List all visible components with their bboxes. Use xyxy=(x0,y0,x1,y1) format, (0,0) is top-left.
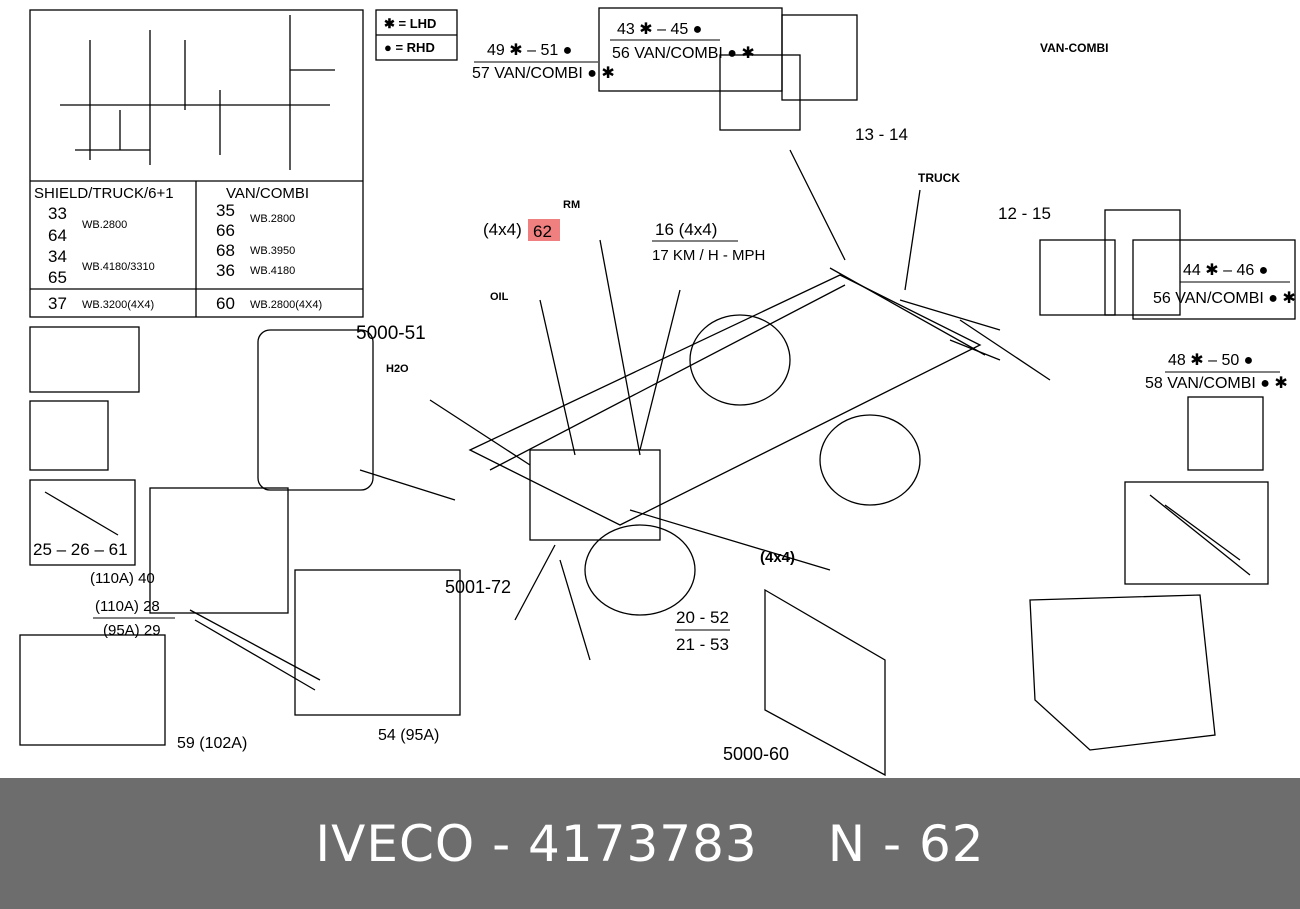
footer-ref: N - 62 xyxy=(827,814,985,873)
table-r3-bw: WB.2800(4X4) xyxy=(250,299,322,311)
label-4x4-b: (4x4) xyxy=(760,549,795,566)
table-r2-a2: 65 xyxy=(48,268,67,287)
label-oil: OIL xyxy=(490,291,509,303)
label-13-14: 13 - 14 xyxy=(855,125,908,144)
label-17-kmh: 17 KM / H - MPH xyxy=(652,247,765,264)
battery-40 xyxy=(149,487,289,614)
box-24 xyxy=(29,400,109,471)
box-3 xyxy=(1187,396,1264,471)
label-25-26-61: 25 – 26 – 61 xyxy=(33,540,128,559)
label-5000-60: 5000-60 xyxy=(723,744,789,764)
battery-59 xyxy=(19,634,166,746)
label-59: 59 (102A) xyxy=(177,735,247,752)
table-r2-a1: 34 xyxy=(48,247,67,266)
box-27 xyxy=(29,326,140,393)
legend-rhd: ● = RHD xyxy=(384,40,435,55)
label-29: (95A) 29 xyxy=(103,622,161,639)
engine-block xyxy=(529,449,661,541)
legend-lhd: ✱ = LHD xyxy=(384,16,436,31)
highlight-box xyxy=(528,219,560,241)
footer-bar: IVECO - 4173783 N - 62 xyxy=(0,778,1300,909)
table-r1-a1: 33 xyxy=(48,204,67,223)
table-r2-b3w: WB.4180 xyxy=(250,265,295,277)
rear-lamp-assy-right xyxy=(1039,239,1116,316)
table-head-left: SHIELD/TRUCK/6+1 xyxy=(34,185,174,202)
box-39 xyxy=(1124,481,1269,585)
footer-brand-part: IVECO - 4173783 xyxy=(315,814,758,873)
table-r1-aw: WB.2800 xyxy=(82,219,127,231)
table-r1-a2: 64 xyxy=(48,226,67,245)
label-5000-51: 5000-51 xyxy=(356,323,426,344)
callout-48-50: 48 ✱ – 50 ● xyxy=(1168,352,1253,369)
label-21-53: 21 - 53 xyxy=(676,635,729,654)
box-25 xyxy=(29,479,136,566)
label-28: (110A) 28 xyxy=(95,598,160,615)
table-r2-b1: 68 xyxy=(216,241,235,260)
callout-57: 57 VAN/COMBI ● ✱ xyxy=(472,65,615,82)
label-truck: TRUCK xyxy=(918,171,960,185)
label-54: 54 (95A) xyxy=(378,727,439,744)
rear-wheel-right xyxy=(819,414,921,506)
table-r3-aw: WB.3200(4X4) xyxy=(82,299,154,311)
rear-lamp-assy xyxy=(719,54,801,131)
table-head-right: VAN/COMBI xyxy=(226,185,309,202)
callout-43-45: 43 ✱ – 45 ● xyxy=(617,21,702,38)
table-r2-aw: WB.4180/3310 xyxy=(82,261,155,273)
callout-56b: 56 VAN/COMBI ● ✱ xyxy=(1153,290,1296,307)
battery-54 xyxy=(294,569,461,716)
callout-56a: 56 VAN/COMBI ● ✱ xyxy=(612,45,755,62)
label-h2o: H2O xyxy=(386,363,409,375)
parts-diagram: SHIELD/TRUCK/6+1 VAN/COMBI 33 64 WB.2800… xyxy=(19,7,1296,777)
callout-58: 58 VAN/COMBI ● ✱ xyxy=(1145,375,1288,392)
label-rm: RM xyxy=(563,199,580,211)
table-r1-bw: WB.2800 xyxy=(250,213,295,225)
label-van-combi: VAN-COMBI xyxy=(1040,41,1108,55)
gearbox-housing xyxy=(1029,594,1216,751)
table-r1-b2: 66 xyxy=(216,221,235,240)
label-16-4x4: 16 (4x4) xyxy=(655,220,717,239)
label-12-15: 12 - 15 xyxy=(998,204,1051,223)
label-5001-72: 5001-72 xyxy=(445,577,511,597)
radiator-grille xyxy=(764,588,886,777)
table-r3-a1: 37 xyxy=(48,294,67,313)
table-r2-b3: 36 xyxy=(216,261,235,280)
callout-44-46: 44 ✱ – 46 ● xyxy=(1183,262,1268,279)
callout-49-51: 49 ✱ – 51 ● xyxy=(487,42,572,59)
front-wheel xyxy=(584,524,696,616)
label-4x4-a: (4x4) xyxy=(483,220,522,239)
label-40: (110A) 40 xyxy=(90,570,155,587)
rear-wheel xyxy=(689,314,791,406)
table-r1-b1: 35 xyxy=(216,201,235,220)
highlight-part-62: 62 xyxy=(533,222,552,241)
wiring-harness-sketch xyxy=(60,15,335,170)
reservoir-tank xyxy=(257,329,374,491)
callout-box-44 xyxy=(1132,239,1296,320)
rear-lamp-right xyxy=(1104,209,1181,316)
chassis-frame xyxy=(468,274,982,526)
rear-lamp-1 xyxy=(781,14,858,101)
table-r3-b1: 60 xyxy=(216,294,235,313)
table-r2-bw: WB.3950 xyxy=(250,245,295,257)
label-20-52: 20 - 52 xyxy=(676,608,729,627)
